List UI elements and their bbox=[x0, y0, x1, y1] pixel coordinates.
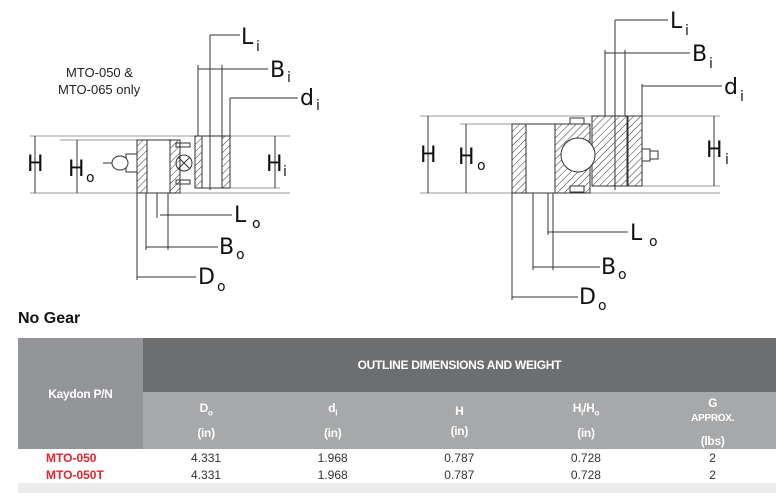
table-row: MTO-050 4.331 1.968 0.787 0.728 2 bbox=[18, 449, 776, 466]
cell-Do: 4.331 bbox=[191, 467, 222, 482]
label-Do-sub: o bbox=[217, 279, 226, 295]
label-Bi: B bbox=[692, 42, 707, 67]
label-Lo: L bbox=[234, 203, 247, 228]
cell-Do: 4.331 bbox=[191, 450, 222, 465]
label-Hi: H bbox=[706, 138, 723, 163]
label-Li: L bbox=[670, 9, 683, 34]
label-H: H bbox=[27, 152, 44, 177]
label-Hi-sub: i bbox=[283, 164, 287, 180]
label-Bi: B bbox=[270, 58, 285, 83]
label-Lo: L bbox=[630, 221, 643, 246]
header-outline-dimensions: OUTLINE DIMENSIONS AND WEIGHT bbox=[142, 338, 776, 392]
cell-di: 1.968 bbox=[317, 450, 348, 465]
label-Bo-sub: o bbox=[618, 267, 627, 283]
header-di: dI(in) bbox=[269, 392, 396, 449]
header-H: H(in) bbox=[396, 392, 523, 449]
label-Li-sub: i bbox=[685, 23, 689, 39]
header-kaydon-pn: Kaydon P/N bbox=[18, 338, 143, 449]
model-note-line2: MTO-065 only bbox=[58, 82, 141, 97]
header-Hi-Ho: HI/Ho(in) bbox=[522, 392, 650, 449]
part-number: MTO-050T bbox=[46, 467, 104, 482]
cell-di: 1.968 bbox=[317, 467, 348, 482]
label-Lo-sub: o bbox=[252, 216, 261, 232]
label-Hi-sub: i bbox=[725, 152, 729, 168]
label-H: H bbox=[420, 143, 437, 168]
part-number: MTO-050 bbox=[46, 450, 97, 465]
label-Bo: B bbox=[601, 255, 616, 280]
dimensions-table: Kaydon P/N OUTLINE DIMENSIONS AND WEIGHT… bbox=[18, 338, 776, 493]
label-Li-sub: i bbox=[256, 39, 260, 55]
cell-Hi-Ho: 0.728 bbox=[570, 467, 601, 482]
label-Bi-sub: i bbox=[287, 70, 291, 86]
cell-Hi-Ho: 0.728 bbox=[570, 450, 601, 465]
cell-H: 0.787 bbox=[444, 450, 475, 465]
header-Do: Do(in) bbox=[142, 392, 270, 449]
table-footer-band bbox=[18, 483, 776, 493]
label-Bo-sub: o bbox=[236, 247, 245, 263]
label-Ho-sub: o bbox=[477, 158, 486, 174]
label-Li: L bbox=[241, 25, 254, 50]
label-Hi: H bbox=[266, 152, 283, 177]
label-Ho-sub: o bbox=[86, 170, 95, 186]
label-Do-sub: o bbox=[598, 298, 607, 310]
cell-G: 2 bbox=[709, 467, 716, 482]
label-Lo-sub: o bbox=[649, 234, 658, 250]
section-title: No Gear bbox=[18, 310, 81, 327]
label-di-sub: i bbox=[316, 98, 320, 114]
table-row: MTO-050T 4.331 1.968 0.787 0.728 2 bbox=[18, 466, 776, 483]
label-di-sub: i bbox=[740, 89, 744, 105]
label-Do: D bbox=[198, 265, 215, 290]
label-Ho: H bbox=[68, 157, 85, 182]
model-note-line1: MTO-050 & bbox=[66, 65, 133, 80]
label-Bi-sub: i bbox=[709, 56, 713, 72]
cell-H: 0.787 bbox=[444, 467, 475, 482]
label-Do: D bbox=[579, 285, 596, 310]
label-Ho: H bbox=[458, 145, 475, 170]
label-di: d bbox=[300, 86, 314, 111]
cell-G: 2 bbox=[709, 450, 716, 465]
label-Bo: B bbox=[219, 235, 234, 260]
label-di: d bbox=[724, 75, 738, 100]
